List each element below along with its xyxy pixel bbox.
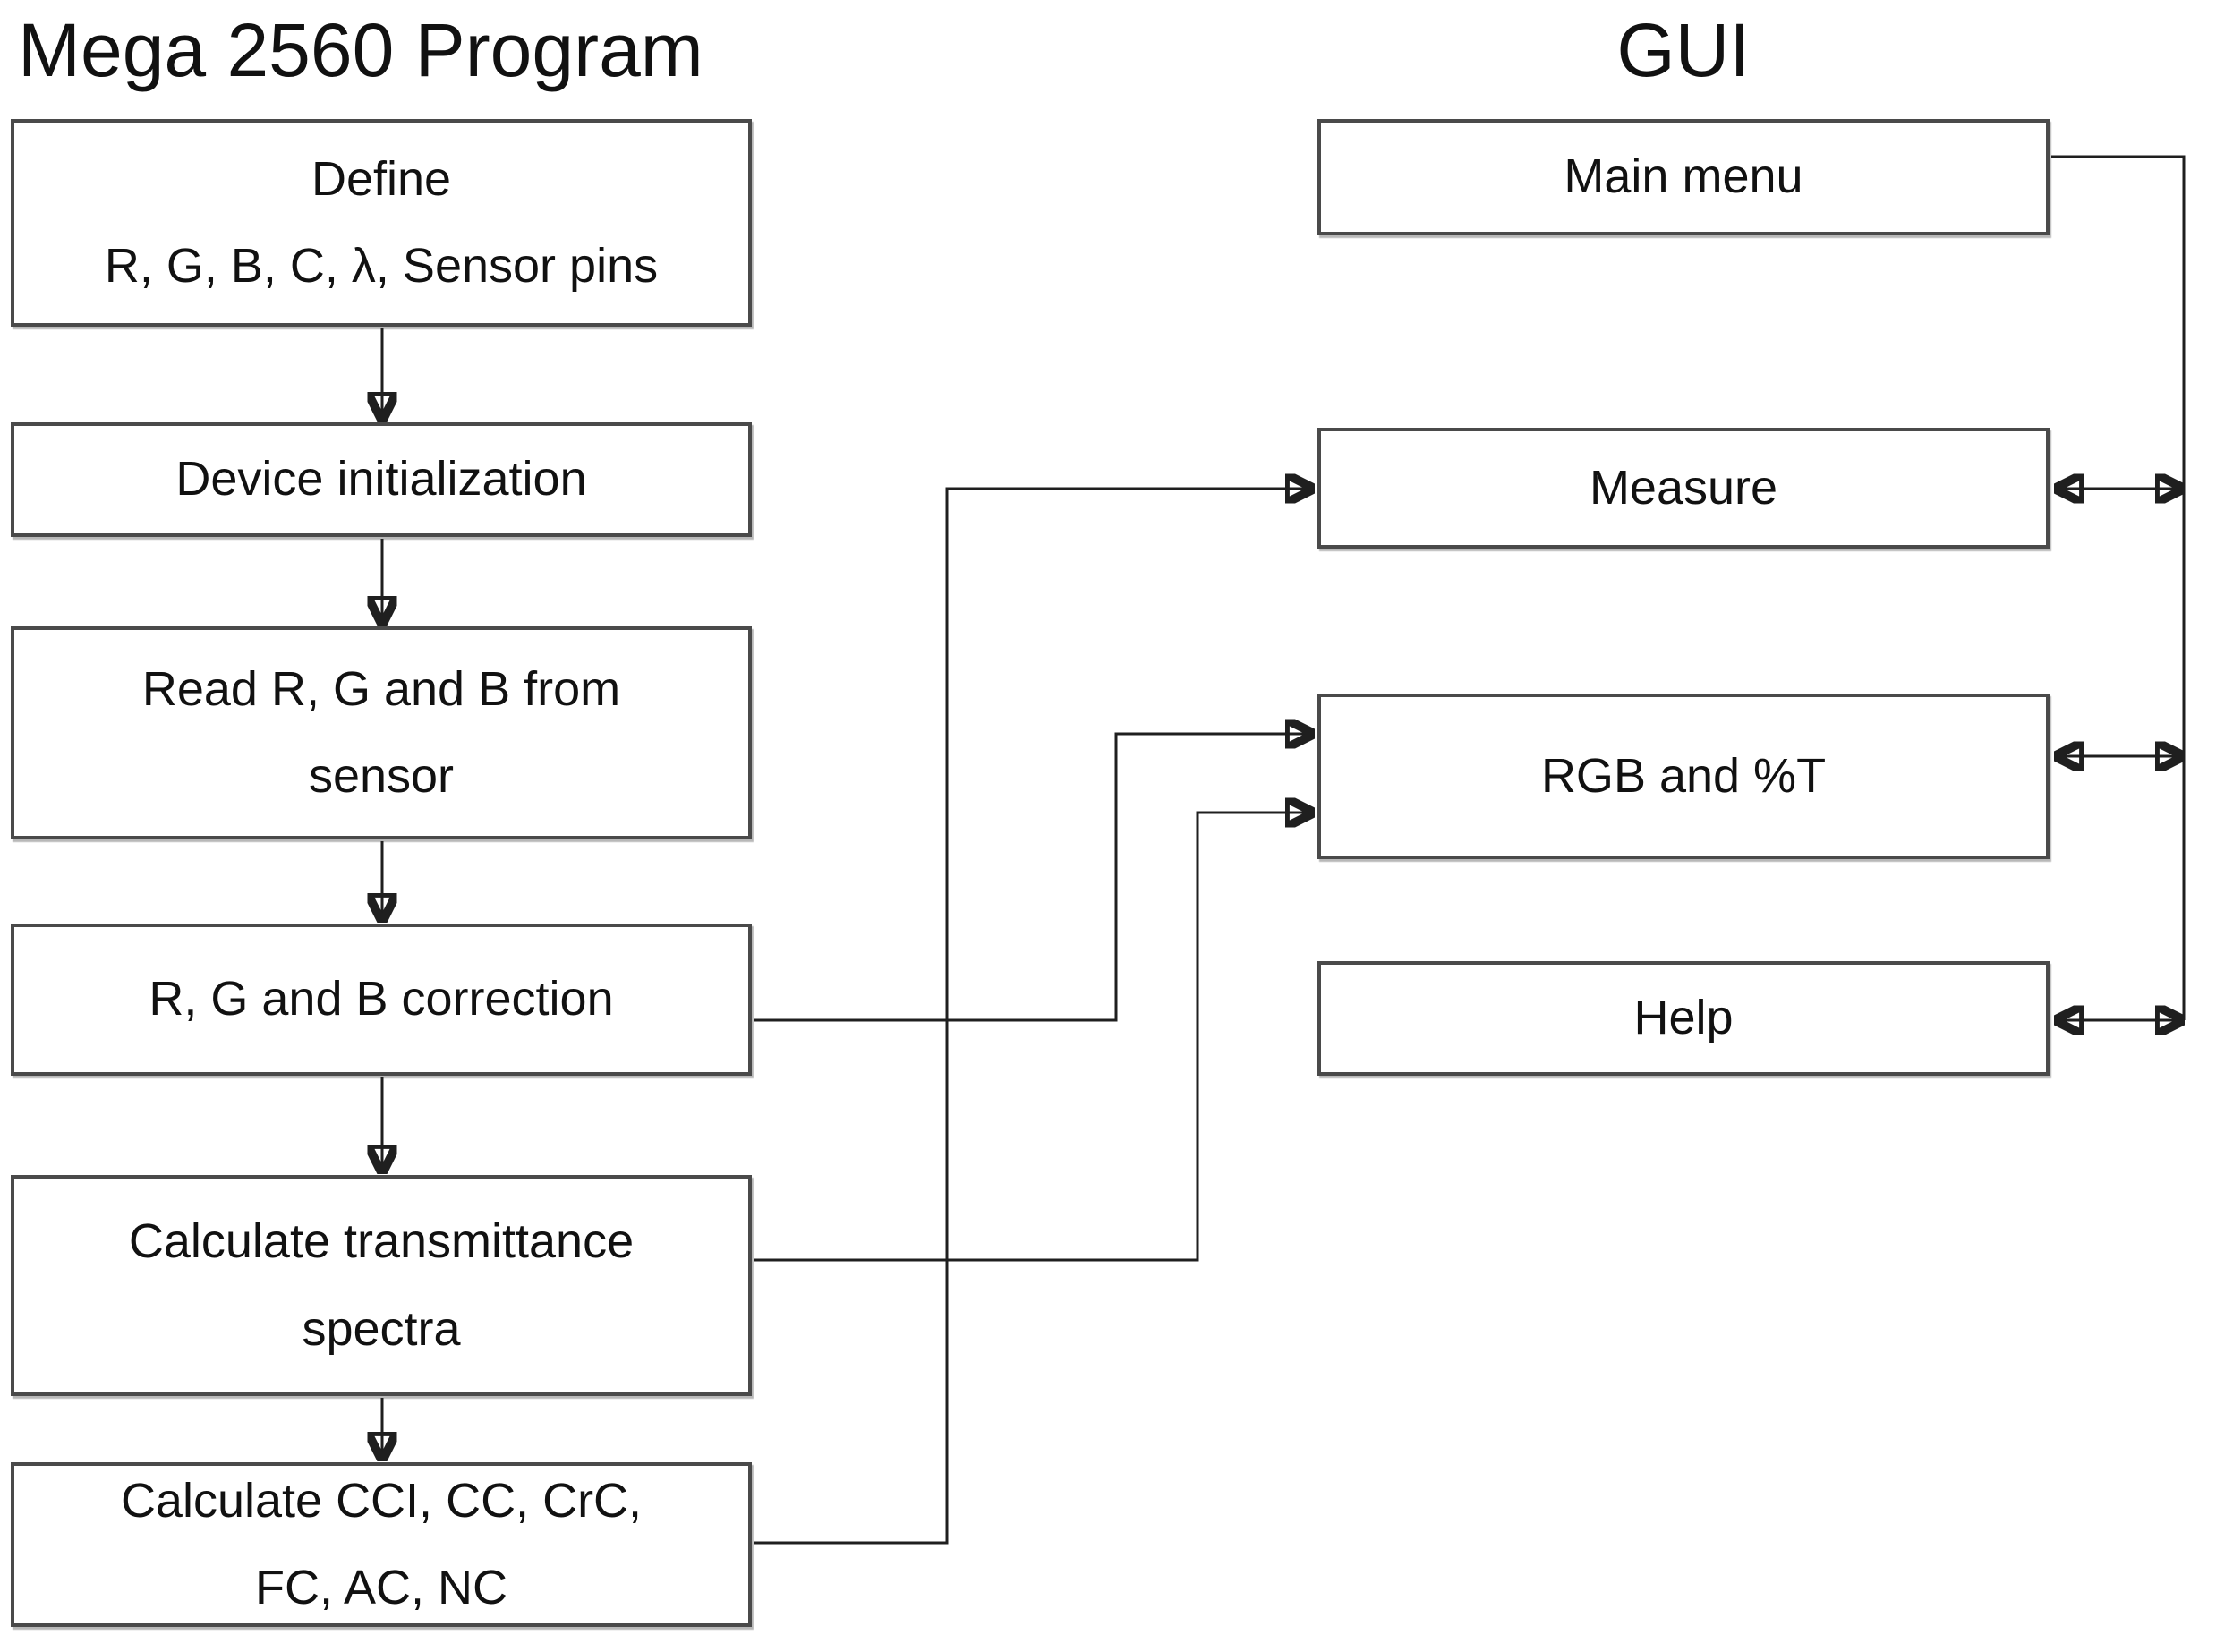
node-main-menu: Main menu bbox=[1317, 119, 2050, 235]
arrow-calc-transmittance-to-rgb-t bbox=[754, 813, 1310, 1262]
arrow-calc-indices-to-measure bbox=[754, 489, 1310, 1545]
node-rgb-and-percent-t: RGB and %T bbox=[1317, 694, 2050, 859]
line-main-menu-to-bus bbox=[2051, 155, 2186, 1020]
arrow-rgb-correction-to-rgb-t bbox=[754, 734, 1310, 1022]
node-calculate-transmittance-spectra: Calculate transmittance spectra bbox=[11, 1175, 752, 1396]
node-help: Help bbox=[1317, 961, 2050, 1076]
node-rgb-correction: R, G and B correction bbox=[11, 924, 752, 1076]
node-define: Define R, G, B, C, λ, Sensor pins bbox=[11, 119, 752, 327]
left-column-title: Mega 2560 Program bbox=[18, 8, 703, 92]
right-column-title: GUI bbox=[1616, 8, 1751, 92]
node-calculate-indices: Calculate CCI, CC, CrC, FC, AC, NC bbox=[11, 1462, 752, 1627]
node-read-rgb-from-sensor: Read R, G and B from sensor bbox=[11, 626, 752, 839]
node-measure: Measure bbox=[1317, 428, 2050, 549]
node-device-initialization: Device initialization bbox=[11, 422, 752, 537]
